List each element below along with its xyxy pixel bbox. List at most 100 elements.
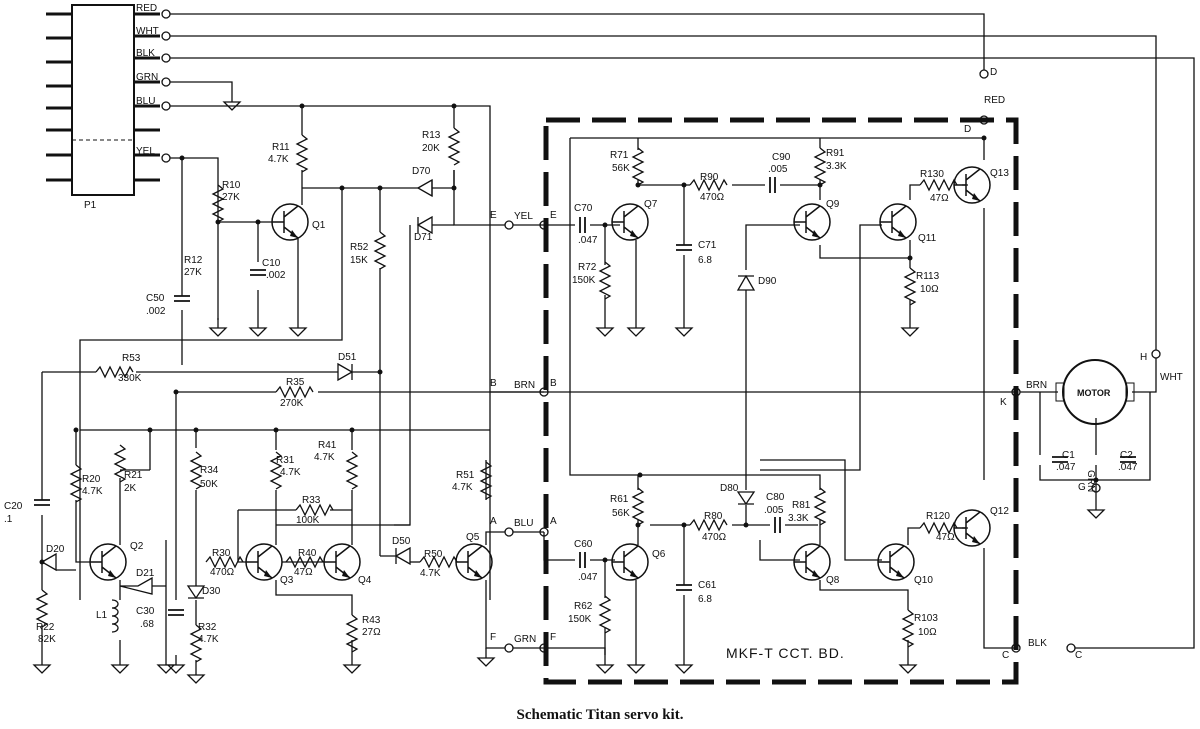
label-q11: Q11 — [918, 233, 937, 244]
val-r113: 10Ω — [920, 284, 939, 295]
val-r71: 56K — [612, 163, 630, 174]
wire-label-brn-1: BRN — [514, 380, 535, 391]
ref-r113: R113 — [916, 271, 940, 282]
ref-r50: R50 — [424, 549, 443, 560]
pin-label-red: RED — [136, 3, 157, 14]
pin-label-blk: BLK — [136, 48, 155, 59]
val-r41: 4.7K — [314, 452, 335, 463]
val-c80: .005 — [764, 505, 784, 516]
ref-r32: R32 — [198, 622, 217, 633]
label-q6: Q6 — [652, 549, 666, 560]
val-r20: 4.7K — [82, 486, 103, 497]
ref-c10: C10 — [262, 258, 281, 269]
label-d20: D20 — [46, 544, 65, 555]
val-c71: 6.8 — [698, 255, 712, 266]
board-connection-wires — [490, 220, 544, 653]
ref-c70: C70 — [574, 203, 593, 214]
val-c61: 6.8 — [698, 594, 712, 605]
val-r43: 27Ω — [362, 627, 381, 638]
ref-r72: R72 — [578, 262, 597, 273]
ref-c90: C90 — [772, 152, 791, 163]
ref-r71: R71 — [610, 150, 629, 161]
val-r34: 50K — [200, 479, 218, 490]
label-q1: Q1 — [312, 220, 326, 231]
val-r10: 27K — [222, 192, 240, 203]
lower-channel-wires — [543, 459, 1016, 655]
motor-ground-label: GRN — [1085, 470, 1096, 492]
label-d51: D51 — [338, 352, 357, 363]
node-label-a-out: A — [490, 516, 497, 527]
node-label-f-out: F — [490, 632, 496, 643]
val-r72: 150K — [572, 275, 596, 286]
node-label-b-out: B — [490, 378, 497, 389]
ref-r61: R61 — [610, 494, 629, 505]
node-label-d-board: D — [964, 124, 971, 135]
ref-r41: R41 — [318, 440, 337, 451]
ref-r90: R90 — [700, 172, 719, 183]
transistor-labels: Q1 Q2 Q3 Q4 Q5 Q6 Q7 Q8 Q9 Q10 Q11 Q12 Q… — [130, 168, 1009, 586]
pin-label-grn: GRN — [136, 72, 158, 83]
label-q13: Q13 — [990, 168, 1009, 179]
label-q3: Q3 — [280, 575, 294, 586]
ref-r43: R43 — [362, 615, 381, 626]
val-r22: 82K — [38, 634, 56, 645]
node-label-k: K — [1000, 397, 1007, 408]
val-r81: 3.3K — [788, 513, 809, 524]
val-c2: .047 — [1118, 462, 1138, 473]
label-q10: Q10 — [914, 575, 933, 586]
val-r53: 330K — [118, 373, 142, 384]
val-c30: .68 — [140, 619, 154, 630]
val-r51: 4.7K — [452, 482, 473, 493]
label-d21: D21 — [136, 568, 155, 579]
val-r103: 10Ω — [918, 627, 937, 638]
pin-label-blu: BLU — [136, 96, 155, 107]
ref-c20: C20 — [4, 501, 23, 512]
wire-label-yel-1: YEL — [514, 211, 533, 222]
ref-c30: C30 — [136, 606, 155, 617]
node-label-c-out: C — [1075, 650, 1082, 661]
diode-labels: D70 D71 D51 D20 D21 D30 D50 D80 D90 L1 — [46, 166, 777, 621]
wire-label-blk: BLK — [1028, 638, 1047, 649]
ref-c60: C60 — [574, 539, 593, 550]
label-d50: D50 — [392, 536, 411, 547]
ref-r31: R31 — [276, 455, 295, 466]
pin-label-wht: WHT — [136, 26, 159, 37]
ref-c1: C1 — [1062, 450, 1075, 461]
pin-labels: RED WHT BLK GRN BLU YEL — [136, 3, 159, 157]
ref-r52: R52 — [350, 242, 369, 253]
label-q2: Q2 — [130, 541, 144, 552]
ref-r103: R103 — [914, 613, 938, 624]
ref-r34: R34 — [200, 465, 219, 476]
ref-r11: R11 — [272, 142, 290, 153]
ref-c50: C50 — [146, 293, 165, 304]
label-d30: D30 — [202, 586, 221, 597]
board-label: MKF-T CCT. BD. — [726, 645, 845, 661]
ref-c80: C80 — [766, 492, 785, 503]
node-label-h: H — [1140, 352, 1147, 363]
val-r120: 47Ω — [936, 532, 955, 543]
ref-r13: R13 — [422, 130, 441, 141]
ref-r30: R30 — [212, 548, 231, 559]
q1-wires — [181, 106, 418, 365]
feedback-wires — [41, 362, 1016, 600]
ref-r62: R62 — [574, 601, 593, 612]
label-q5: Q5 — [466, 532, 480, 543]
ref-r12: R12 — [184, 255, 203, 266]
val-r31: 4.7K — [280, 467, 301, 478]
label-q7: Q7 — [644, 199, 658, 210]
motor-symbol — [1055, 359, 1135, 425]
motor-label: MOTOR — [1077, 388, 1111, 398]
motor-wire-wht: WHT — [1160, 372, 1183, 383]
ref-r91: R91 — [826, 148, 845, 159]
ref-r80: R80 — [704, 511, 723, 522]
label-d80: D80 — [720, 483, 739, 494]
node-label-e-out: E — [490, 210, 497, 221]
connector-wires — [161, 9, 1195, 649]
ref-r21: R21 — [124, 470, 143, 481]
val-r90: 470Ω — [700, 192, 725, 203]
q2-wires — [40, 430, 167, 655]
ref-c61: C61 — [698, 580, 717, 591]
label-q12: Q12 — [990, 506, 1009, 517]
ref-r53: R53 — [122, 353, 141, 364]
